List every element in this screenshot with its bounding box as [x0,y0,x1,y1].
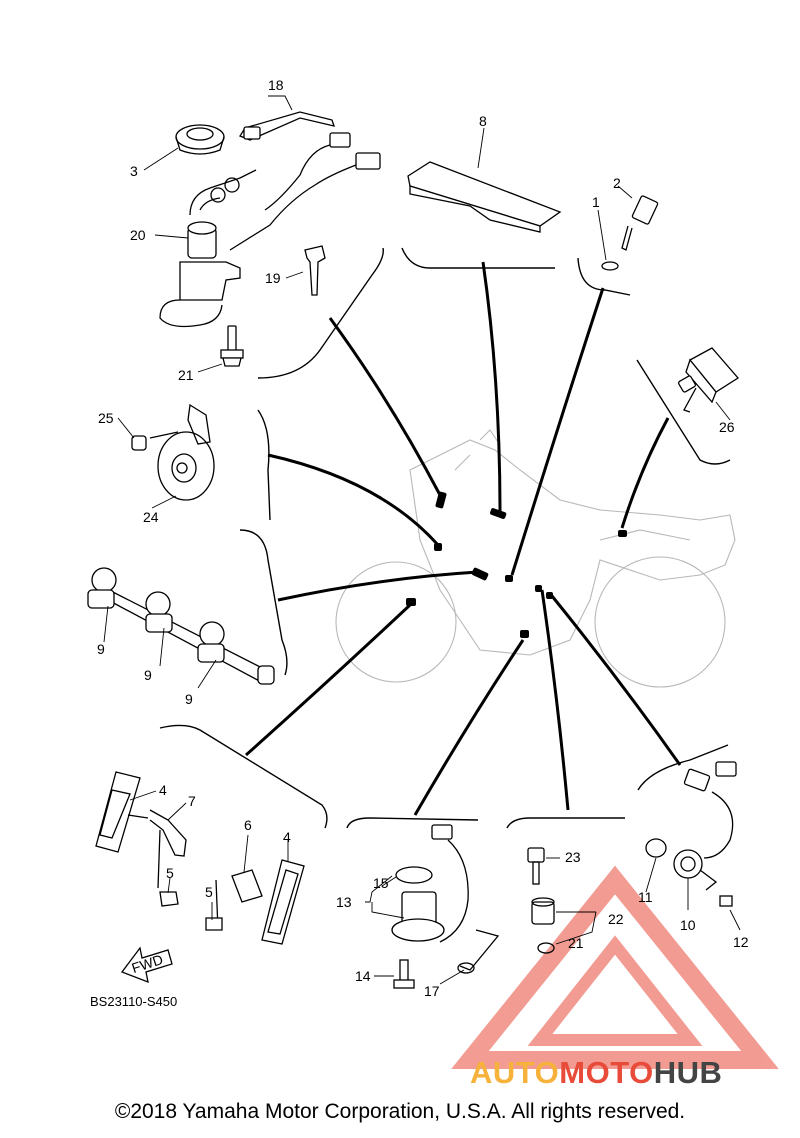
bolt-part [220,325,244,367]
label-part-13: 13 [336,894,352,910]
horn-part [131,403,215,501]
label-part-8: 8 [479,113,487,129]
label-part-9a: 9 [97,641,105,657]
label-part-18: 21 [568,935,584,951]
label-part-6: 6 [244,817,252,833]
label-part-25: 25 [98,410,114,426]
label-part-12: 12 [733,934,749,950]
label-part-17: 22 [608,911,624,927]
watermark-moto: MOTO [559,1055,654,1090]
label-part-14: 15 [373,875,389,891]
label-part-20: 20 [130,227,146,243]
watermark-auto: AUTO [470,1055,560,1090]
label-part-7: 7 [188,793,196,809]
label-part-4a: 4 [159,782,167,798]
label-part-5b: 5 [205,884,213,900]
lead-bar-part [239,111,335,141]
relay-part [678,347,739,413]
ecu-part [407,161,562,233]
label-part-2: 2 [613,175,621,191]
label-part-9c: 9 [185,691,193,707]
watermark-triangle [451,865,779,1069]
speed-sensor-part [645,761,737,907]
label-part-4b: 4 [283,829,291,845]
main-switch-part [159,169,257,328]
motorcycle-outline [335,429,736,688]
brake-switch-left-part [95,771,187,907]
label-part-26: 26 [719,419,735,435]
label-part-16: 17 [424,983,440,999]
label-part-10: 10 [680,917,696,933]
sensor-part [601,195,659,271]
panel-brackets [159,247,731,829]
leader-lines [103,95,741,985]
watermark-hub: HUB [653,1055,723,1090]
label-part-3: 3 [130,163,138,179]
label-part-9b: 9 [144,667,152,683]
label-part-22: 18 [268,77,284,93]
drawing-code: BS23110-S450 [90,994,177,1009]
key-switch-cover-part [175,124,225,155]
label-part-11: 11 [638,889,653,905]
label-part-5a: 5 [166,865,174,881]
watermark-logo-text: AUTOMOTOHUB [470,1055,722,1091]
wiring-connector-group [87,567,275,685]
fwd-arrow [120,946,173,984]
key-part [304,245,326,296]
fuel-sender-part [391,824,500,989]
label-part-15: 14 [355,968,371,984]
brake-switch-right-part [205,859,305,945]
label-part-19: 23 [565,849,581,865]
part-labels: 3 18 20 19 21 8 2 1 26 25 24 9 9 9 4 7 5… [90,77,749,1009]
label-part-1: 1 [592,194,600,210]
callout-lines [245,261,682,816]
label-part-24: 24 [143,509,159,525]
neutral-switch-part [527,847,555,954]
harness-connectors [229,132,381,251]
label-part-21: 19 [265,270,281,286]
copyright-notice: ©2018 Yamaha Motor Corporation, U.S.A. A… [114,1100,686,1123]
label-part-23: 21 [178,367,194,383]
